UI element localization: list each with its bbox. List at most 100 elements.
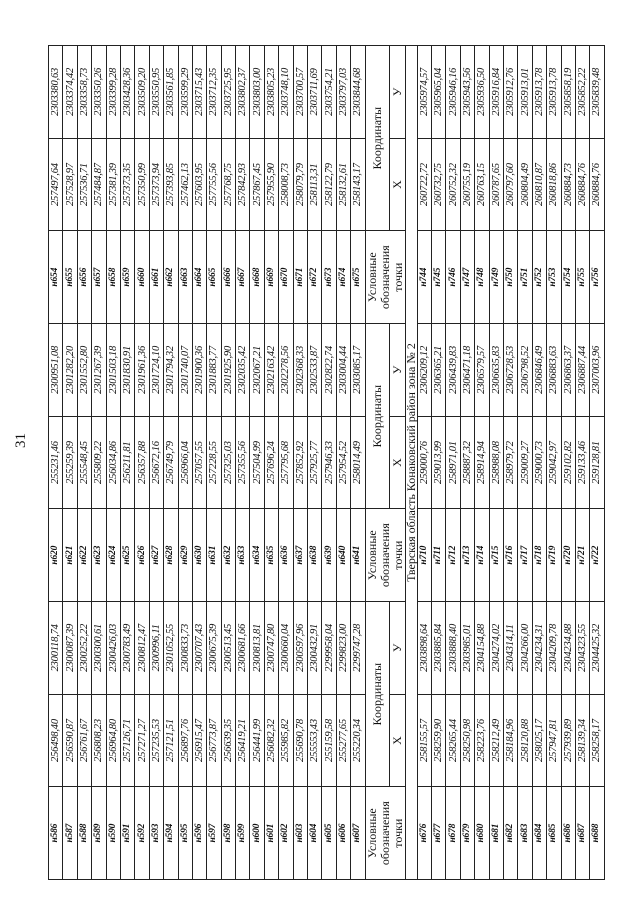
y-coordinate: 2305913,78 [546, 45, 561, 139]
x-coordinate: 257373,35 [120, 138, 135, 231]
header-coords: Координаты [365, 601, 390, 787]
y-coordinate: 2300707,43 [192, 601, 207, 695]
point-label: н637 [293, 508, 308, 602]
y-coordinate: 2299823,00 [336, 601, 351, 695]
point-label: н666 [221, 230, 236, 324]
x-coordinate: 260818,86 [546, 138, 561, 231]
y-coordinate: 2304154,88 [474, 601, 490, 695]
point-label: н660 [134, 230, 150, 324]
x-coordinate: 258139,34 [575, 694, 590, 787]
point-label: н680 [474, 786, 490, 880]
point-label: н716 [503, 508, 518, 602]
point-label: н657 [91, 230, 107, 324]
point-label: н681 [489, 786, 504, 880]
x-coordinate: 257271,27 [134, 694, 150, 787]
y-coordinate: 2303561,85 [163, 45, 179, 139]
y-coordinate: 2301900,36 [192, 323, 207, 417]
y-coordinate: 2303844,68 [350, 45, 366, 139]
y-coordinate: 2300833,73 [178, 601, 193, 695]
x-coordinate: 255809,22 [91, 416, 107, 509]
y-coordinate: 2299958,04 [321, 601, 337, 695]
x-coordinate: 257381,39 [106, 138, 121, 231]
x-coordinate: 258184,96 [503, 694, 518, 787]
y-coordinate: 2303898,64 [417, 601, 432, 695]
point-label: н685 [546, 786, 561, 880]
x-coordinate: 257484,87 [91, 138, 107, 231]
point-label: н722 [589, 508, 605, 602]
x-coordinate: 257528,97 [62, 138, 78, 231]
y-coordinate: 2305974,57 [417, 45, 432, 139]
x-coordinate: 258122,79 [321, 138, 337, 231]
point-label: н687 [575, 786, 590, 880]
point-label: н606 [336, 786, 351, 880]
y-coordinate: 2301724,10 [149, 323, 164, 417]
x-coordinate: 260763,15 [474, 138, 490, 231]
point-label: н683 [517, 786, 533, 880]
table-header: Условные обозначения точки Координаты Ус… [365, 45, 418, 880]
x-coordinate: 256964,80 [106, 694, 121, 787]
point-label: н669 [264, 230, 279, 324]
y-coordinate: 2306846,49 [532, 323, 547, 417]
y-coordinate: 2301925,90 [221, 323, 236, 417]
point-label: н632 [221, 508, 236, 602]
x-coordinate: 255548,45 [77, 416, 92, 509]
header-y: У [389, 601, 406, 695]
y-coordinate: 2303797,03 [336, 45, 351, 139]
y-coordinate: 2301267,39 [91, 323, 107, 417]
x-coordinate: 255985,82 [278, 694, 294, 787]
header-label: Условные обозначения точки [365, 230, 406, 324]
y-coordinate: 2303004,44 [336, 323, 351, 417]
header-y: У [389, 323, 406, 417]
point-label: н591 [120, 786, 135, 880]
point-label: н717 [517, 508, 533, 602]
x-coordinate: 257121,51 [163, 694, 179, 787]
point-label: н599 [235, 786, 250, 880]
point-label: н640 [336, 508, 351, 602]
x-coordinate: 257946,33 [321, 416, 337, 509]
y-coordinate: 2303350,26 [91, 45, 107, 139]
point-label: н671 [293, 230, 308, 324]
y-coordinate: 2302067,21 [249, 323, 265, 417]
y-coordinate: 2300252,22 [77, 601, 92, 695]
x-coordinate: 258212,49 [489, 694, 504, 787]
x-coordinate: 257852,92 [293, 416, 308, 509]
y-coordinate: 2306887,44 [575, 323, 590, 417]
x-coordinate: 258259,90 [431, 694, 446, 787]
point-label: н627 [149, 508, 164, 602]
y-coordinate: 2303802,37 [235, 45, 250, 139]
y-coordinate: 2305943,56 [460, 45, 475, 139]
y-coordinate: 2302278,56 [278, 323, 294, 417]
y-coordinate: 2304425,32 [589, 601, 605, 695]
y-coordinate: 2306365,21 [431, 323, 446, 417]
x-coordinate: 258250,98 [460, 694, 475, 787]
y-coordinate: 2303428,36 [120, 45, 135, 139]
y-coordinate: 2300660,04 [278, 601, 294, 695]
y-coordinate: 2303985,01 [460, 601, 475, 695]
y-coordinate: 2302035,42 [235, 323, 250, 417]
y-coordinate: 2305913,01 [517, 45, 533, 139]
y-coordinate: 2304234,88 [561, 601, 576, 695]
header-row-xy: Х У Х У Х У [389, 45, 406, 880]
point-label: н751 [517, 230, 533, 324]
point-label: н676 [417, 786, 432, 880]
y-coordinate: 2302533,87 [307, 323, 322, 417]
y-coordinate: 2299747,28 [350, 601, 366, 695]
y-coordinate: 2303380,63 [48, 45, 63, 139]
x-coordinate: 257867,45 [249, 138, 265, 231]
point-label: н715 [489, 508, 504, 602]
x-coordinate: 256034,86 [106, 416, 121, 509]
x-coordinate: 259009,27 [517, 416, 533, 509]
x-coordinate: 258008,73 [278, 138, 294, 231]
y-coordinate: 2306439,83 [445, 323, 461, 417]
x-coordinate: 256590,87 [62, 694, 78, 787]
